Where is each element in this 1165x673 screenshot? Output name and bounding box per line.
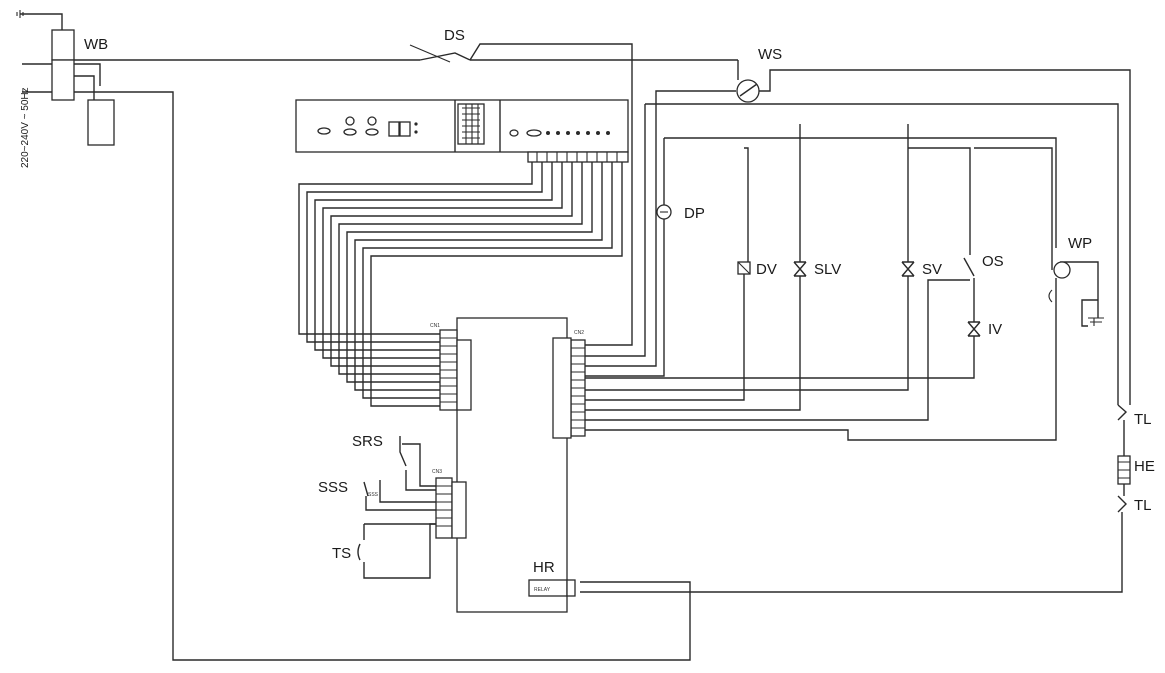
- heater-chain: [580, 404, 1131, 593]
- slv-label: SLV: [814, 261, 841, 278]
- dv-label: DV: [756, 261, 777, 278]
- main-wire-loop: [74, 91, 691, 661]
- sss-label: SSS: [318, 479, 348, 496]
- main-board: CN1 CN2 CN3: [430, 317, 586, 613]
- sv-label: SV: [922, 261, 942, 278]
- ts-label: TS: [332, 545, 351, 562]
- hr-label: HR: [533, 559, 555, 576]
- wp-label: WP: [1068, 235, 1092, 252]
- tl-bottom-label: TL: [1134, 497, 1152, 514]
- svg-text:SSS: SSS: [368, 492, 379, 498]
- svg-text:CN2: CN2: [574, 330, 584, 336]
- dp-label: DP: [684, 205, 705, 222]
- heater-relay: RELAY: [528, 579, 576, 597]
- svg-text:CN3: CN3: [432, 469, 442, 475]
- os-label: OS: [982, 253, 1004, 270]
- right-branches: [585, 103, 1119, 441]
- supply-voltage-label: 220~240V ~ 50Hz: [20, 87, 31, 168]
- svg-text:RELAY: RELAY: [534, 587, 551, 593]
- svg-text:CN1: CN1: [430, 323, 440, 329]
- iv-label: IV: [988, 321, 1002, 338]
- door-switch: [409, 43, 633, 346]
- tl-top-label: TL: [1134, 411, 1152, 428]
- he-label: HE: [1134, 458, 1155, 475]
- water-sensor: [585, 60, 1131, 405]
- srs-label: SRS: [352, 433, 383, 450]
- ribbon-bundle: [298, 162, 623, 407]
- ds-label: DS: [444, 27, 465, 44]
- ws-label: WS: [758, 46, 782, 63]
- power-terminal-block: [16, 10, 115, 146]
- lower-left-switches: SSS: [357, 436, 436, 579]
- wb-label: WB: [84, 36, 108, 53]
- control-panel: [295, 99, 629, 163]
